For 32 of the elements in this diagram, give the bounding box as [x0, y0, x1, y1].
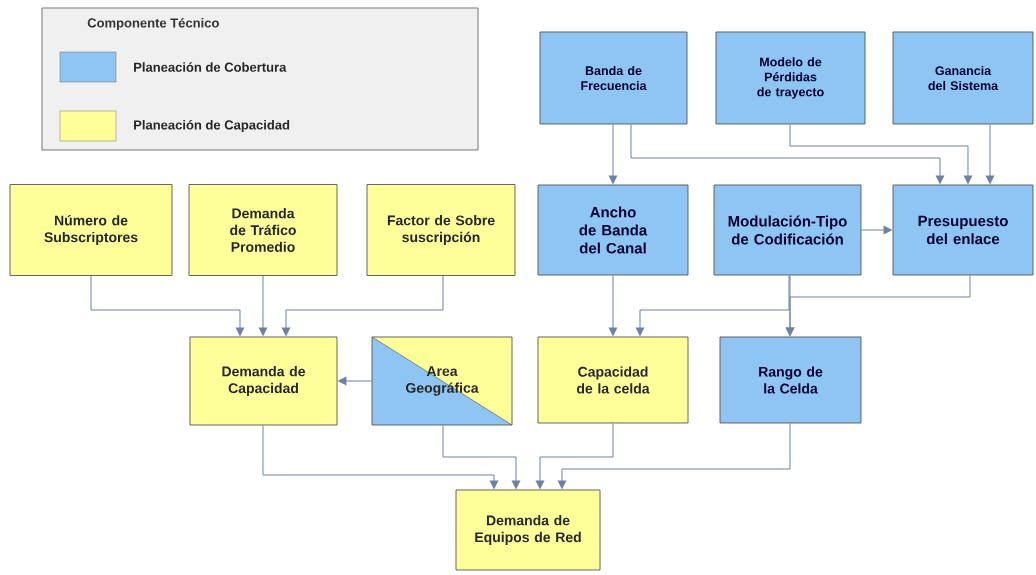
process-box: Demanda de Capacidad	[189, 336, 338, 426]
arrow	[281, 275, 444, 337]
process-box: Presupuesto del enlace	[892, 184, 1034, 276]
process-box: Factor de Sobre suscripción	[366, 184, 516, 276]
arrow	[535, 422, 614, 490]
process-box: Ancho de Banda del Canal	[537, 184, 689, 276]
arrow	[985, 123, 995, 185]
arrow	[262, 424, 499, 490]
process-box: Demanda de Tráfico Promedio	[188, 184, 338, 276]
arrow	[789, 123, 973, 185]
process-box: Banda de Frecuencia	[539, 31, 688, 125]
legend-label: Planeación de Capacidad	[134, 119, 290, 133]
arrow	[557, 422, 791, 490]
arrow	[630, 123, 945, 185]
process-box: Capacidad de la celda	[537, 336, 689, 424]
process-box: Ganancia del Sistema	[892, 31, 1034, 125]
arrow	[337, 376, 373, 386]
arrow	[258, 275, 268, 337]
process-box: Demanda de Equipos de Red	[455, 489, 601, 571]
arrow	[608, 274, 618, 337]
arrow	[90, 275, 245, 337]
legend-title: Componente Técnico	[87, 17, 219, 31]
arrow	[442, 424, 521, 490]
arrow	[635, 274, 790, 337]
legend-label: Planeación de Cobertura	[134, 62, 287, 72]
arrow	[785, 274, 971, 337]
process-box: Modelo de Pérdidas de trayecto	[715, 31, 866, 125]
process-box: Rango de la Celda	[719, 336, 862, 424]
arrow	[860, 225, 893, 235]
process-box: Modulación-Tipo de Codificación	[713, 184, 862, 276]
arrow	[608, 123, 618, 185]
process-box: Número de Subscriptores	[9, 184, 173, 276]
